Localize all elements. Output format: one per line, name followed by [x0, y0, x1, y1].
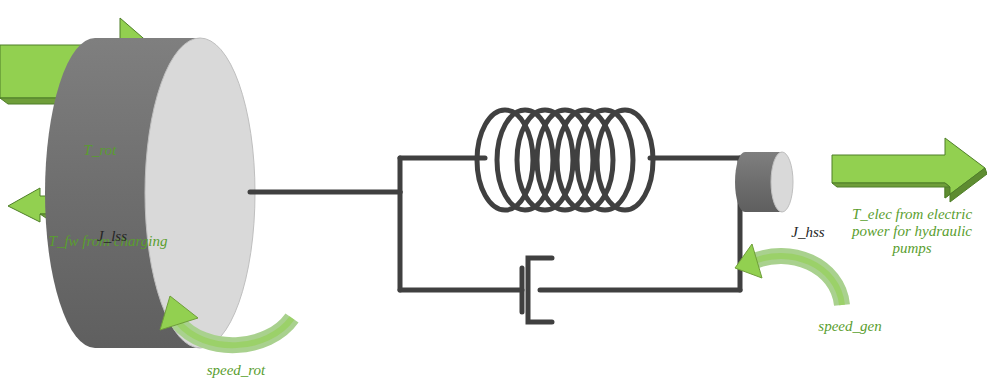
rotor-inertia	[45, 38, 255, 348]
generator-inertia	[735, 152, 793, 212]
shaft-coupling	[250, 158, 760, 322]
torque-label: T_rot	[40, 142, 160, 159]
rotation-arrow	[160, 296, 292, 345]
inertia-label: J_hss	[773, 224, 843, 241]
torque-arrow	[832, 138, 987, 202]
speed-label: speed_rot	[176, 362, 296, 379]
torsion-spring	[477, 110, 653, 210]
inertia-label: J_lss	[72, 228, 152, 245]
speed-label: speed_gen	[795, 318, 905, 335]
rotation-arrow	[735, 244, 842, 305]
torque-label: T_elec from electric power for hydraulic…	[849, 206, 975, 257]
